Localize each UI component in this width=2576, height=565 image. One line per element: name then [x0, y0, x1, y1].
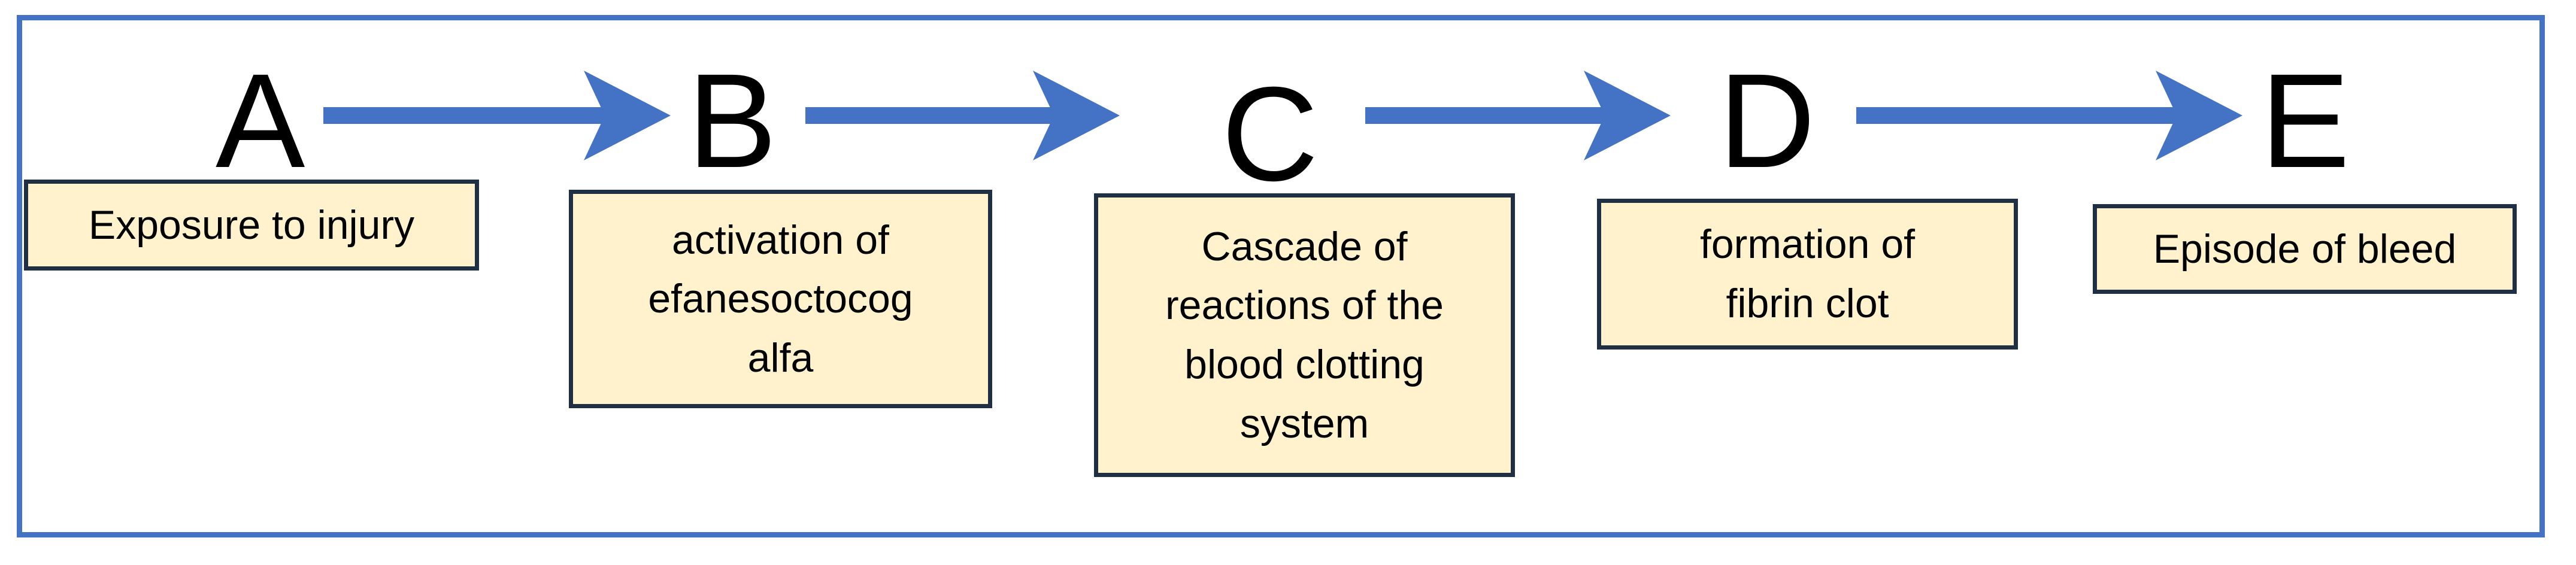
step-c-letter: C — [1222, 59, 1319, 209]
arrow-b-to-c — [805, 71, 1120, 160]
step-c-box: Cascade of reactions of the blood clotti… — [1094, 193, 1515, 477]
step-a-letter: A — [216, 46, 305, 196]
step-b-letter: B — [687, 46, 777, 196]
step-a-box: Exposure to injury — [24, 180, 479, 271]
step-b-description: activation of efanesoctocog alfa — [648, 217, 913, 381]
step-d-box: formation of fibrin clot — [1597, 199, 2018, 350]
step-a-description: Exposure to injury — [88, 202, 415, 248]
step-c-description: Cascade of reactions of the blood clotti… — [1165, 223, 1444, 446]
step-e-description: Episode of bleed — [2153, 226, 2457, 272]
step-e-box: Episode of bleed — [2093, 204, 2517, 294]
step-e-letter: E — [2260, 46, 2350, 196]
arrow-d-to-e — [1856, 71, 2242, 160]
arrow-c-to-d — [1365, 71, 1671, 160]
step-d-description: formation of fibrin clot — [1699, 221, 1916, 326]
step-d-letter: D — [1719, 46, 1816, 196]
arrow-a-to-b — [323, 71, 671, 160]
step-b-box: activation of efanesoctocog alfa — [569, 190, 992, 408]
